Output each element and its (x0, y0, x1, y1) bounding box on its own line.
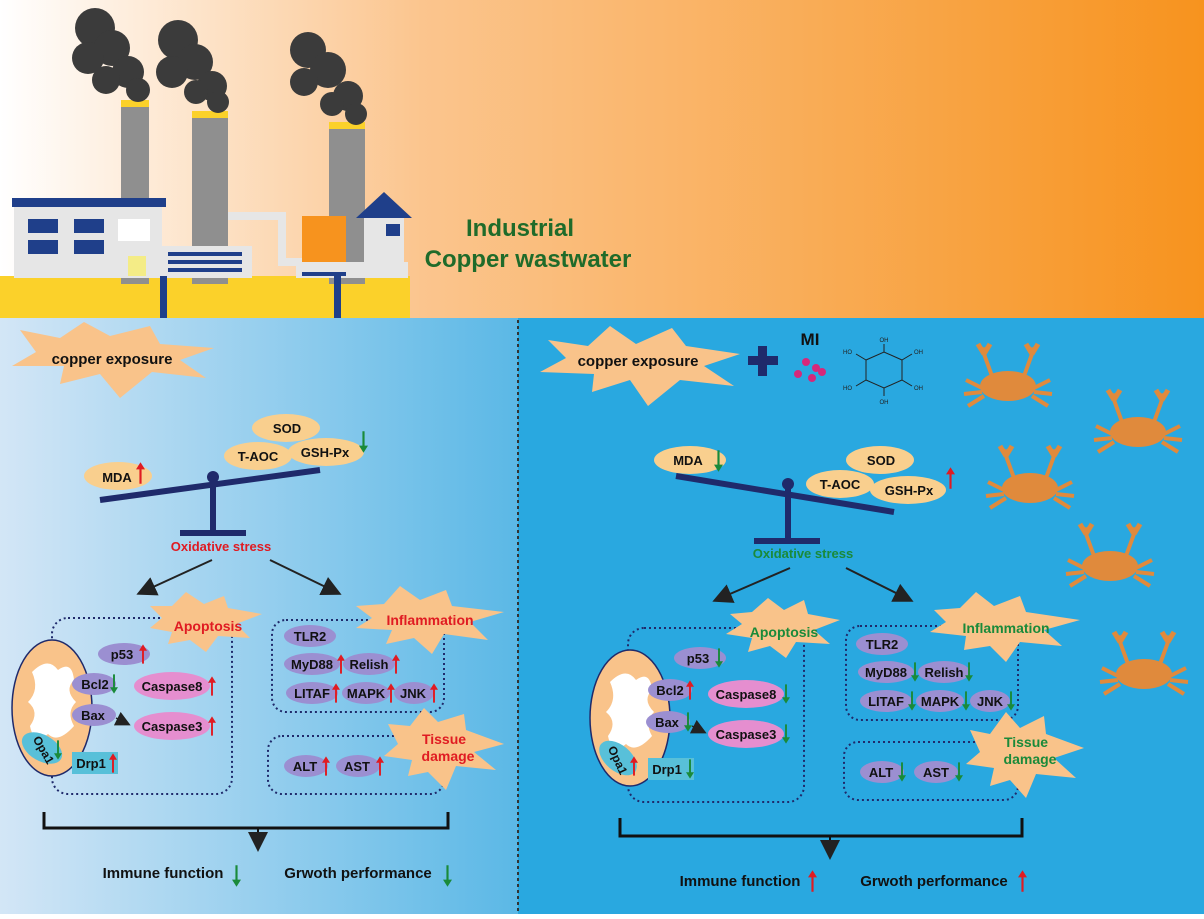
left-bax-label: Bax (81, 708, 106, 723)
left-inflammation-box (271, 619, 445, 713)
right-inflammation-box (845, 625, 1019, 721)
left-alt-label: ALT (293, 759, 317, 774)
header-title-line1: Industrial (466, 215, 574, 242)
right-litaf-label: LITAF (868, 694, 904, 709)
left-immune-label: Immune function (103, 865, 224, 882)
left-relish-label: Relish (349, 657, 388, 672)
mi-dots-icon (794, 358, 826, 382)
right-drp1-label: Drp1 (652, 762, 682, 777)
left-ast-label: AST (344, 759, 370, 774)
right-inflammation-label: Inflammation (962, 620, 1049, 636)
right-panel (518, 318, 1204, 914)
left-casp8-label: Caspase8 (142, 679, 203, 694)
left-p53-label: p53 (111, 647, 133, 662)
left-exposure-burst (12, 322, 214, 398)
right-exposure-label: copper exposure (578, 353, 699, 370)
inositol-structure-icon (855, 344, 913, 396)
left-tissue-label-2: damage (422, 748, 475, 764)
left-tissue-label-1: Tissue (422, 731, 466, 747)
left-gshpx-label: GSH-Px (301, 445, 350, 460)
left-oxidative-label: Oxidative stress (171, 539, 271, 554)
left-jnk-label: JNK (400, 686, 427, 701)
right-bracket (618, 818, 1024, 838)
right-apoptosis-label: Apoptosis (750, 624, 819, 640)
right-bcl2-label: Bcl2 (656, 683, 683, 698)
right-casp8-label: Caspase8 (716, 687, 777, 702)
inositol-oh-1: HO (843, 350, 852, 356)
right-sod-label: SOD (867, 453, 895, 468)
right-tissue-burst (966, 712, 1084, 798)
mi-label: MI (801, 330, 820, 349)
left-inflammation-burst (356, 586, 504, 654)
left-growth-label: Grwoth performance (284, 865, 432, 882)
right-p53-label: p53 (687, 651, 709, 666)
right-gshpx-label: GSH-Px (885, 483, 934, 498)
left-sod-label: SOD (273, 421, 301, 436)
inositol-oh-3: OH (914, 350, 923, 356)
left-taoc-label: T-AOC (238, 449, 279, 464)
right-myd88-label: MyD88 (865, 665, 907, 680)
left-mda-oval (84, 462, 152, 490)
smoke-clouds (72, 8, 367, 125)
right-mda-label: MDA (673, 453, 703, 468)
inositol-oh-5: HO (843, 386, 852, 392)
left-exposure-label: copper exposure (52, 351, 173, 368)
right-taoc-label: T-AOC (820, 477, 861, 492)
left-apoptosis-burst (150, 592, 262, 652)
right-alt-label: ALT (869, 765, 893, 780)
header-title-line2: Copper wastwater (425, 246, 632, 273)
left-tissue-burst (384, 708, 504, 790)
inositol-oh-6: OH (880, 400, 889, 406)
right-tissue-label-2: damage (1004, 751, 1057, 767)
right-immune-label: Immune function (680, 873, 801, 890)
right-jnk-label: JNK (977, 694, 1004, 709)
left-drp1-label: Drp1 (76, 756, 106, 771)
right-inflammation-burst (930, 592, 1080, 662)
left-inflammation-label: Inflammation (386, 612, 473, 628)
left-mapk-label: MAPK (347, 686, 386, 701)
left-litaf-label: LITAF (294, 686, 330, 701)
right-balance-scale (675, 473, 895, 544)
right-oxidative-label: Oxidative stress (753, 546, 853, 561)
inositol-oh-4: OH (914, 386, 923, 392)
left-tlr2-label: TLR2 (294, 629, 327, 644)
plus-icon (748, 346, 778, 376)
right-tlr2-label: TLR2 (866, 637, 899, 652)
right-bax-label: Bax (655, 715, 680, 730)
right-ast-label: AST (923, 765, 949, 780)
right-exposure-burst (540, 326, 740, 406)
left-balance-scale (99, 467, 321, 536)
right-growth-label: Grwoth performance (860, 873, 1008, 890)
right-casp3-label: Caspase3 (716, 727, 777, 742)
inositol-oh-2: OH (880, 338, 889, 344)
factory-illustration (0, 8, 412, 318)
left-myd88-label: MyD88 (291, 657, 333, 672)
left-bcl2-label: Bcl2 (81, 677, 108, 692)
right-relish-label: Relish (924, 665, 963, 680)
right-apoptosis-burst (726, 598, 840, 658)
right-mapk-label: MAPK (921, 694, 960, 709)
left-tissue-box (267, 735, 445, 795)
left-mda-label: MDA (102, 470, 132, 485)
right-tissue-label-1: Tissue (1004, 734, 1048, 750)
left-apoptosis-label: Apoptosis (174, 618, 243, 634)
left-casp3-label: Caspase3 (142, 719, 203, 734)
left-bracket (42, 812, 450, 830)
